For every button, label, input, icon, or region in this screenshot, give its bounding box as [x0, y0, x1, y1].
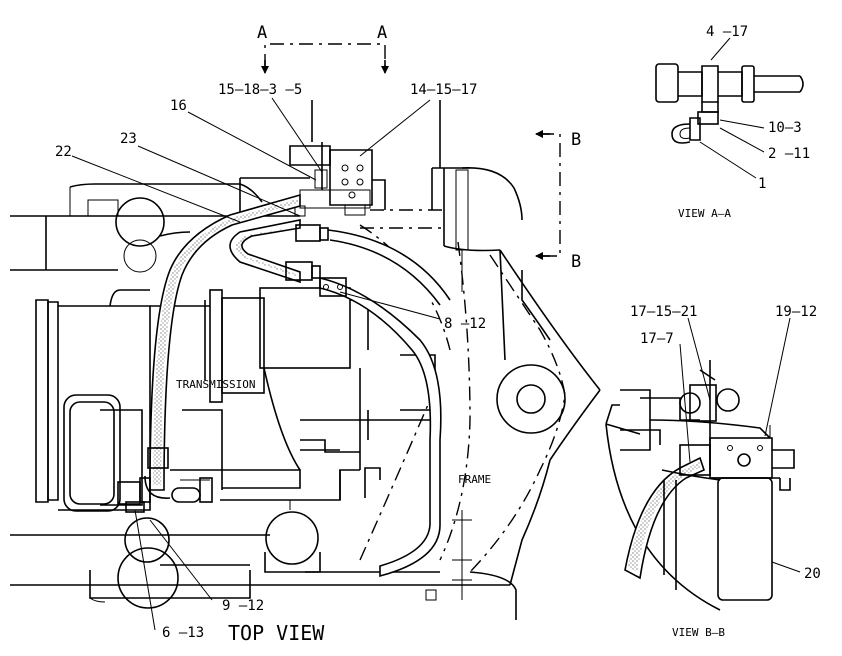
frame-label: FRAME [458, 473, 491, 486]
callout-4-17: 4 –17 [706, 24, 748, 40]
callout-10-3: 10–3 [768, 120, 802, 136]
view-aa-title: VIEW A–A [678, 207, 731, 220]
section-marker-b-top: B [571, 130, 581, 150]
callout-20: 20 [804, 566, 821, 582]
fitting-9-12 [117, 477, 213, 513]
view-bb-title: VIEW B–B [672, 626, 725, 639]
frame-outline [359, 100, 601, 600]
fitting-8-12 [319, 277, 347, 297]
top-view [10, 43, 601, 631]
view-a-a [655, 37, 804, 179]
section-cut-a [261, 43, 389, 74]
callout-15-18-3-5: 15–18–3 –5 [218, 82, 302, 98]
callout-17-7: 17–7 [640, 331, 674, 347]
callout-2-11: 2 –11 [768, 146, 810, 162]
section-marker-b-bottom: B [571, 252, 581, 272]
view-b-b [605, 317, 801, 611]
top-view-title: TOP VIEW [228, 621, 325, 645]
callout-17-15-21: 17–15–21 [630, 304, 697, 320]
callout-6-13: 6 –13 [162, 625, 204, 641]
hose-23 [229, 219, 329, 284]
callout-9-12: 9 –12 [222, 598, 264, 614]
callout-19-12: 19–12 [775, 304, 817, 320]
section-marker-a-right: A [377, 23, 387, 43]
callout-16: 16 [170, 98, 187, 114]
section-cut-b [535, 130, 561, 260]
callout-22: 22 [55, 144, 72, 160]
lower-frame-rail [10, 511, 517, 620]
callout-1: 1 [758, 176, 766, 192]
section-marker-a-left: A [257, 23, 267, 43]
transmission-label: TRANSMISSION [176, 378, 255, 391]
hose-22 [144, 193, 301, 499]
leader-lines [71, 97, 441, 631]
callout-23: 23 [120, 131, 137, 147]
transmission [35, 287, 436, 512]
hose-frame [319, 229, 451, 578]
callout-8-12: 8 –12 [444, 316, 486, 332]
callout-14-15-17: 14–15–17 [410, 82, 477, 98]
